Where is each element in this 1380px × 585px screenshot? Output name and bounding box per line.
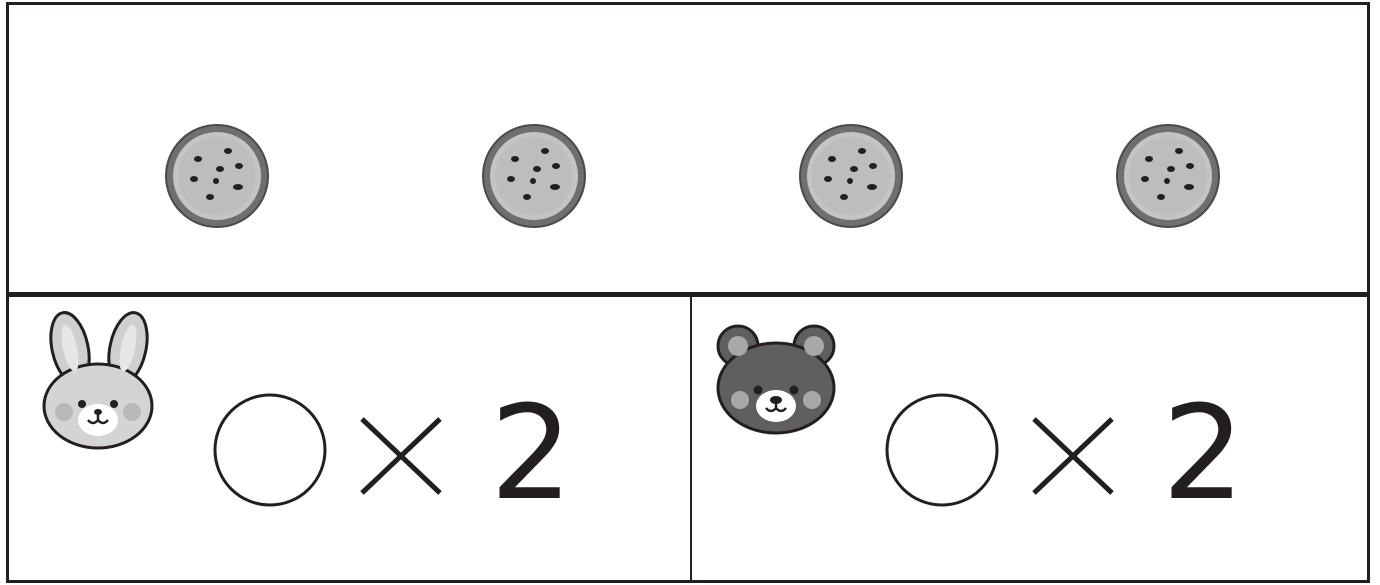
- cookie-icon: [796, 121, 906, 231]
- left-multiplier: 2: [490, 388, 573, 518]
- cookie-icon: [479, 121, 589, 231]
- right-multiplier: 2: [1162, 388, 1245, 518]
- panel-divider: [690, 297, 692, 580]
- cookie-icon: [1113, 121, 1223, 231]
- times-icon: [1030, 415, 1116, 497]
- blank-circle-icon: [884, 392, 1004, 512]
- bear-icon: [712, 320, 840, 436]
- times-icon: [358, 415, 444, 497]
- cookie-icon: [162, 121, 272, 231]
- rabbit-icon: [36, 308, 160, 450]
- blank-circle-icon: [212, 392, 332, 512]
